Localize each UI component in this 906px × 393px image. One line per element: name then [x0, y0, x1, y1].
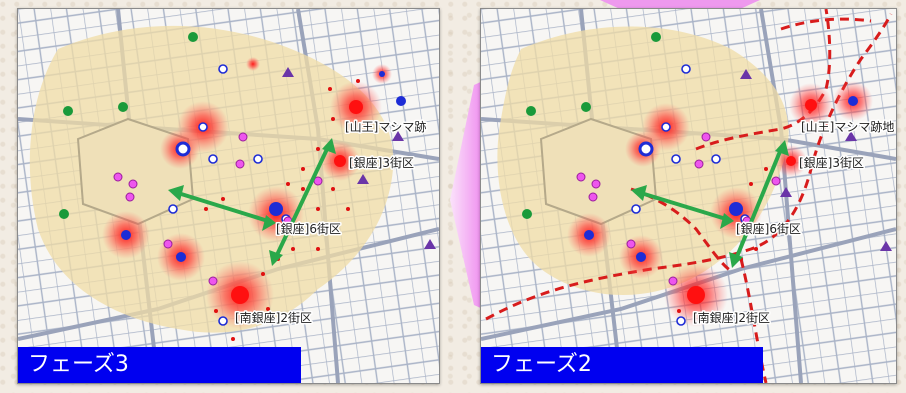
purple-triangle-markers: [740, 69, 892, 251]
map-panel-phase3: [山王]マシマ跡 [銀座]3街区 [銀座]6街区 [南銀座]2街区 フェーズ3: [17, 8, 440, 384]
magenta-circle-markers: [576, 132, 781, 286]
label-ginza3: [銀座]3街区: [349, 155, 414, 170]
movement-arrows: [631, 140, 789, 268]
label-sanno: [山王]マシマ跡地: [801, 119, 894, 134]
phase-label: フェーズ3: [18, 347, 301, 383]
red-dot-markers: [204, 79, 360, 341]
phase-label: フェーズ2: [481, 347, 763, 383]
map-phase3[interactable]: [山王]マシマ跡 [銀座]3街区 [銀座]6街区 [南銀座]2街区: [18, 9, 439, 383]
label-minami-ginza2: [南銀座]2街区: [693, 310, 770, 325]
label-ginza3: [銀座]3街区: [799, 155, 864, 170]
movement-arrows: [168, 138, 336, 266]
purple-triangle-markers: [282, 67, 436, 249]
connector-arrow: [450, 80, 485, 310]
blue-ring-markers: [168, 64, 291, 326]
green-circle-markers: [522, 32, 661, 219]
blue-dot-markers: [121, 71, 406, 262]
blue-dot-markers: [584, 96, 858, 262]
blue-ring-markers: [631, 64, 750, 326]
label-ginza6: [銀座]6街区: [276, 221, 341, 236]
label-sanno: [山王]マシマ跡: [345, 119, 426, 134]
map-panel-phase2: [山王]マシマ跡地 [銀座]3街区 [銀座]6街区 [南銀座]2街区 フェーズ2: [480, 8, 897, 384]
label-ginza6: [銀座]6街区: [736, 221, 801, 236]
label-minami-ginza2: [南銀座]2街区: [235, 310, 312, 325]
magenta-circle-markers: [113, 132, 323, 286]
map-phase2[interactable]: [山王]マシマ跡地 [銀座]3街区 [銀座]6街区 [南銀座]2街区: [481, 9, 896, 383]
green-circle-markers: [59, 32, 198, 219]
